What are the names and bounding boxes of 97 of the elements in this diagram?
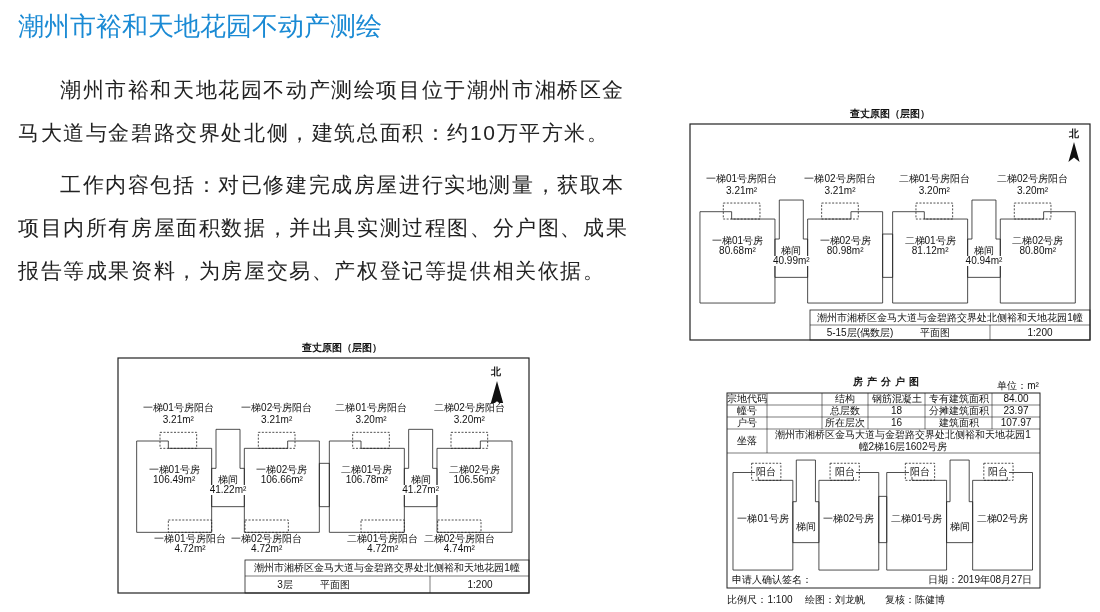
balcony-label: 一梯01号房阳台 <box>153 534 227 544</box>
date-text: 日期：2019年08月27日 <box>927 575 1033 585</box>
field-name: 户号 <box>737 418 757 428</box>
drawing-title: 查丈原图（层图） <box>850 109 930 119</box>
balcony-label: 一梯02号房阳台 <box>803 174 877 185</box>
room-label: 二梯01号房 <box>340 465 394 475</box>
area-label: 41.27m² <box>401 485 440 495</box>
area-label: 4.74m² <box>442 544 476 554</box>
balcony-label: 阳台 <box>755 466 778 477</box>
field-name: 结构 <box>835 394 855 404</box>
field-value: 钢筋混凝土 <box>871 394 922 404</box>
balcony-label: 一梯02号房阳台 <box>240 403 314 414</box>
north-label: 北 <box>491 367 501 377</box>
room-label: 二梯02号房 <box>447 465 502 475</box>
paragraph: 工作内容包括：对已修建完成房屋进行实地测量，获取本项目内所有房屋面积数据，并出具实测过程图、分户图、成果报告等成果资料，为房屋交易、产权登记等提供相关依据。 <box>18 172 630 284</box>
paragraph: 潮州市裕和天地花园不动产测绘项目位于潮州市湘桥区金马大道与金碧路交界处北侧，建筑总面积：约10万平方米。 <box>18 77 626 146</box>
sheet-type-text: 平面图 <box>920 327 950 338</box>
checker-text: 复核：陈健博 <box>885 595 945 605</box>
area-label: 4.72m² <box>250 544 284 554</box>
room-label: 二梯02号房 <box>1011 235 1065 246</box>
balcony-label: 二梯01号房阳台 <box>346 534 420 544</box>
area-label: 106.49m² <box>152 475 197 485</box>
room-label: 梯间 <box>948 521 971 532</box>
floor-text: 3层 <box>277 579 293 590</box>
field-name: 坐落 <box>737 436 757 446</box>
area-label: 106.66m² <box>259 475 304 485</box>
unit-text: 单位：m² <box>997 381 1039 391</box>
field-name: 幢号 <box>737 406 757 416</box>
room-label: 一梯01号房 <box>736 514 790 524</box>
area-label: 80.98m² <box>825 245 865 256</box>
balcony-label: 二梯02号房阳台 <box>422 534 496 544</box>
area-label: 80.80m² <box>1018 245 1058 256</box>
field-name: 专有建筑面积 <box>928 394 989 404</box>
area-label: 3.21m² <box>725 185 759 196</box>
balcony-label: 阳台 <box>987 466 1010 477</box>
field-value: 18 <box>890 406 903 416</box>
field-name: 建筑面积 <box>938 418 979 428</box>
room-label: 一梯02号房 <box>822 514 876 524</box>
area-label: 81.12m² <box>910 245 950 256</box>
field-name: 所在层次 <box>825 418 865 428</box>
field-value: 107.97 <box>1000 418 1032 428</box>
scale-text: 比例尺：1:100 <box>727 595 793 605</box>
area-label: 3.21m² <box>260 415 294 425</box>
drawing-title: 查丈原图（层图） <box>302 343 382 353</box>
area-label: 3.20m² <box>452 415 486 425</box>
address-text: 潮州市湘桥区金马大道与金碧路交界处北侧裕和天地花园1幢 <box>817 312 1083 323</box>
scale-text: 1:200 <box>1027 327 1053 338</box>
area-label: 40.99m² <box>771 255 811 266</box>
drawing-title: 房产分户图 <box>853 377 923 387</box>
area-label: 4.72m² <box>173 544 207 554</box>
area-label: 80.68m² <box>718 245 757 256</box>
field-value: 84.00 <box>1003 394 1029 404</box>
area-label: 4.72m² <box>366 544 400 554</box>
balcony-label: 二梯01号房阳台 <box>897 174 971 185</box>
area-label: 40.94m² <box>964 255 1004 266</box>
room-label: 梯间 <box>409 475 432 485</box>
balcony-label: 一梯02号房阳台 <box>230 534 304 544</box>
area-label: 106.56m² <box>452 475 497 485</box>
balcony-label: 二梯02号房阳台 <box>432 403 506 414</box>
floor-text: 5-15层(偶数层) <box>826 327 894 338</box>
room-label: 二梯01号房 <box>903 235 957 246</box>
area-label: 3.20m² <box>354 415 388 425</box>
field-name: 总层数 <box>830 406 860 416</box>
room-label: 梯间 <box>794 521 817 532</box>
area-label: 41.22m² <box>208 485 248 495</box>
address-text: 潮州市湘桥区金马大道与金碧路交界处北侧裕和天地花园1幢 <box>254 563 520 573</box>
balcony-label: 阳台 <box>833 466 856 477</box>
signature-text: 申请人确认签名： <box>732 575 812 585</box>
area-label: 106.78m² <box>344 475 389 485</box>
page-title: 潮州市裕和天地花园不动产测绘 <box>18 13 382 39</box>
balcony-label: 二梯01号房阳台 <box>334 403 408 414</box>
drafter-text: 绘图：刘龙帆 <box>805 595 865 605</box>
sheet-type-text: 平面图 <box>320 579 350 590</box>
area-label: 3.20m² <box>1016 185 1050 196</box>
north-label: 北 <box>1069 129 1079 139</box>
balcony-label: 阳台 <box>908 466 931 477</box>
field-value: 潮州市湘桥区金马大道与金碧路交界处北侧裕和天地花园1幢2梯16层1602号房 <box>774 429 1032 453</box>
balcony-label: 二梯02号房阳台 <box>996 174 1070 185</box>
field-name: 宗地代码 <box>727 394 767 404</box>
area-label: 3.20m² <box>917 185 951 196</box>
room-label: 梯间 <box>217 475 239 485</box>
room-label: 二梯02号房 <box>975 514 1029 524</box>
field-name: 分摊建筑面积 <box>928 406 989 416</box>
room-label: 一梯01号房 <box>710 235 764 246</box>
scale-text: 1:200 <box>467 579 493 590</box>
balcony-label: 一梯01号房阳台 <box>141 403 215 414</box>
room-label: 梯间 <box>780 245 803 256</box>
balcony-label: 一梯01号房阳台 <box>705 174 779 185</box>
room-label: 一梯02号房 <box>255 465 309 475</box>
area-label: 3.21m² <box>161 415 195 425</box>
room-label: 一梯01号房 <box>147 465 201 475</box>
area-label: 3.21m² <box>823 185 857 196</box>
field-value: 16 <box>890 418 903 428</box>
room-label: 二梯01号房 <box>890 514 944 524</box>
field-value: 23.97 <box>1003 406 1029 416</box>
room-label: 梯间 <box>972 245 995 256</box>
room-label: 一梯02号房 <box>818 235 872 246</box>
